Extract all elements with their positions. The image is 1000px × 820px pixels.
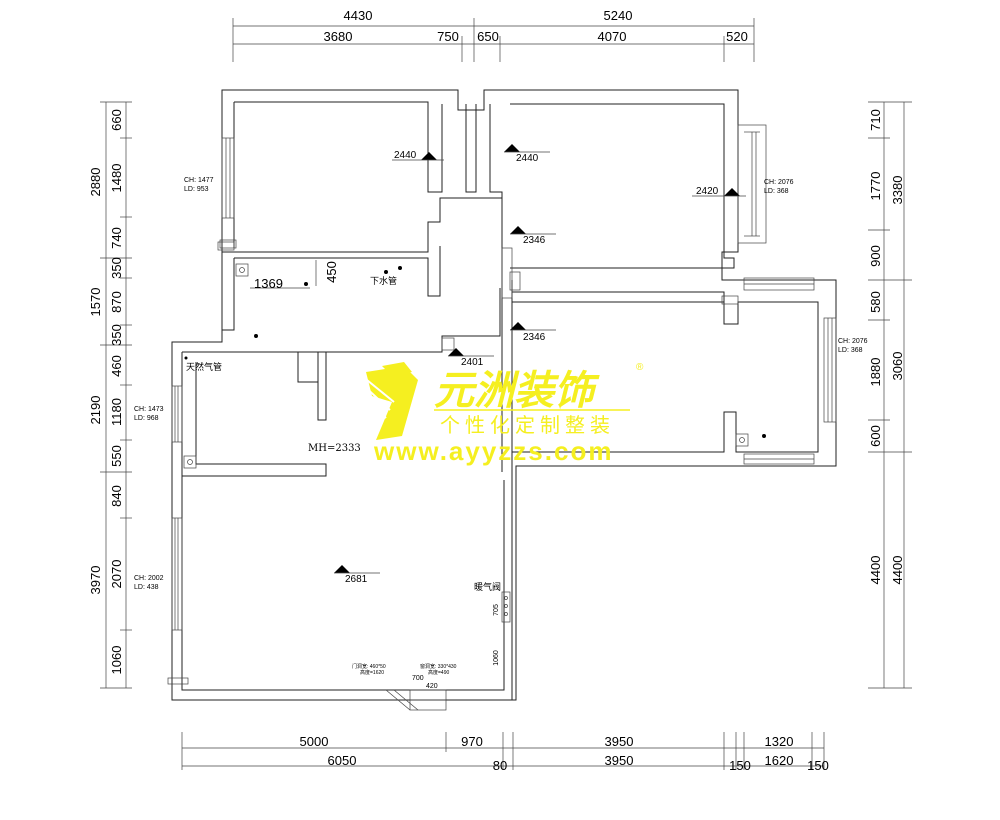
dim-1060-label: 1060	[493, 650, 500, 666]
dim-bottom-detail-1: 5000	[300, 734, 329, 749]
dim-bottom-detail-2: 970	[461, 734, 483, 749]
window-note-3-ld: LD: 368	[838, 347, 863, 354]
dim-bottom-total-2: 80	[493, 758, 507, 773]
height-label-3: 2420	[696, 186, 719, 197]
dim-top-total-2: 5240	[604, 8, 633, 23]
dim-left-detail-5: 870	[109, 291, 124, 313]
dim-left-detail-4: 350	[109, 257, 124, 279]
dim-705-label: 705	[493, 604, 500, 616]
dim-top-detail-2: 750	[437, 29, 459, 44]
watermark: 元洲装饰 ® 个性化定制整装 www.ayyzzs.com	[359, 362, 644, 466]
door-note-1: 门洞宽: 460*50	[352, 663, 386, 670]
watermark-logo-icon	[359, 362, 418, 440]
dim-right-detail-1: 710	[868, 109, 883, 131]
height-triangles	[334, 144, 746, 574]
window-right-top	[737, 124, 767, 244]
beam-width-label: 1369	[254, 276, 283, 291]
dim-bottom-detail-3: 3950	[605, 734, 634, 749]
dim-right-detail-4: 580	[868, 291, 883, 313]
door-note-4: 高度=490	[428, 669, 449, 676]
window-note-3-ch: CH: 2076	[838, 338, 868, 345]
dim-left-detail-2: 1480	[109, 164, 124, 193]
dim-700-label: 700	[412, 675, 424, 682]
window-note-2-ld: LD: 368	[764, 188, 789, 195]
beam-marker	[250, 260, 317, 289]
window-note-5-ld: LD: 438	[134, 584, 159, 591]
window-right-mid	[743, 277, 837, 465]
balcony-bottom	[385, 689, 447, 711]
dim-right-detail-6: 600	[868, 425, 883, 447]
height-label-4: 2346	[523, 235, 546, 246]
dim-top-detail-4: 4070	[598, 29, 627, 44]
window-note-5-ch: CH: 2002	[134, 575, 164, 582]
height-label-5: 2346	[523, 332, 546, 343]
left-dimension-lines	[100, 101, 132, 689]
bottom-dimension-lines	[181, 732, 825, 770]
watermark-url: www.ayyzzs.com	[373, 436, 613, 466]
dim-left-detail-1: 660	[109, 109, 124, 131]
dim-bottom-detail-4: 1320	[765, 734, 794, 749]
dim-left-detail-12: 1060	[109, 646, 124, 675]
window-left-bottom	[167, 517, 189, 685]
dim-420-label: 420	[426, 683, 438, 690]
dim-left-total-4: 3970	[88, 566, 103, 595]
walls	[171, 89, 837, 701]
dim-left-total-3: 2190	[88, 396, 103, 425]
dim-right-detail-5: 1880	[868, 358, 883, 387]
drain-pipe-label: 下水管	[370, 275, 397, 287]
heating-valve-label: 暖气阀	[474, 581, 501, 593]
dim-left-detail-10: 840	[109, 485, 124, 507]
watermark-title: 元洲装饰	[434, 368, 600, 414]
dim-bottom-total-5: 1620	[765, 753, 794, 768]
dim-right-detail-2: 1770	[868, 172, 883, 201]
dim-right-detail-7: 4400	[868, 556, 883, 585]
dim-bottom-total-3: 3950	[605, 753, 634, 768]
dim-bottom-total-1: 6050	[328, 753, 357, 768]
gas-pipe-label: 天然气管	[186, 361, 222, 373]
window-left-mid	[171, 385, 183, 443]
window-note-4-ld: LD: 968	[134, 415, 159, 422]
window-note-4-ch: CH: 1473	[134, 406, 164, 413]
dim-top-detail-5: 520	[726, 29, 748, 44]
watermark-subtitle: 个性化定制整装	[440, 413, 615, 437]
right-dimension-lines	[868, 101, 912, 689]
dim-bottom-total-6: 150	[807, 758, 829, 773]
dim-top-detail-1: 3680	[324, 29, 353, 44]
dim-top-detail-3: 650	[477, 29, 499, 44]
fixture-icons	[183, 263, 749, 623]
height-label-1: 2440	[394, 150, 417, 161]
dim-right-total-2: 3060	[890, 352, 905, 381]
window-note-1-ch: CH: 1477	[184, 177, 214, 184]
door-note-2: 高度=1620	[360, 669, 384, 676]
dim-right-total-3: 4400	[890, 556, 905, 585]
window-left-top	[217, 137, 235, 251]
dim-left-detail-11: 2070	[109, 560, 124, 589]
dim-left-detail-3: 740	[109, 227, 124, 249]
window-note-1-ld: LD: 953	[184, 186, 209, 193]
dim-right-total-1: 3380	[890, 176, 905, 205]
beam-depth-label: 450	[324, 261, 339, 283]
dim-left-detail-9: 550	[109, 445, 124, 467]
dim-left-detail-8: 1180	[109, 398, 124, 426]
top-dimension-lines	[232, 18, 755, 62]
watermark-registered: ®	[636, 362, 644, 373]
door-note-3: 窗洞宽: 330*430	[420, 663, 457, 670]
room-height-label: MH=2333	[308, 443, 361, 454]
height-label-2: 2440	[516, 153, 539, 164]
dim-left-detail-7: 460	[109, 355, 124, 377]
height-label-7: 2681	[345, 574, 368, 585]
height-label-6: 2401	[461, 357, 484, 368]
dim-left-detail-6: 350	[109, 324, 124, 346]
dim-left-total-2: 1570	[88, 288, 103, 317]
window-note-2-ch: CH: 2076	[764, 179, 794, 186]
small-wall-blocks	[219, 239, 739, 351]
dim-top-total-1: 4430	[344, 8, 373, 23]
dim-left-total-1: 2880	[88, 168, 103, 197]
drain-pipe-marks	[184, 266, 766, 438]
dim-right-detail-3: 900	[868, 245, 883, 267]
dim-bottom-total-4: 150	[729, 758, 751, 773]
